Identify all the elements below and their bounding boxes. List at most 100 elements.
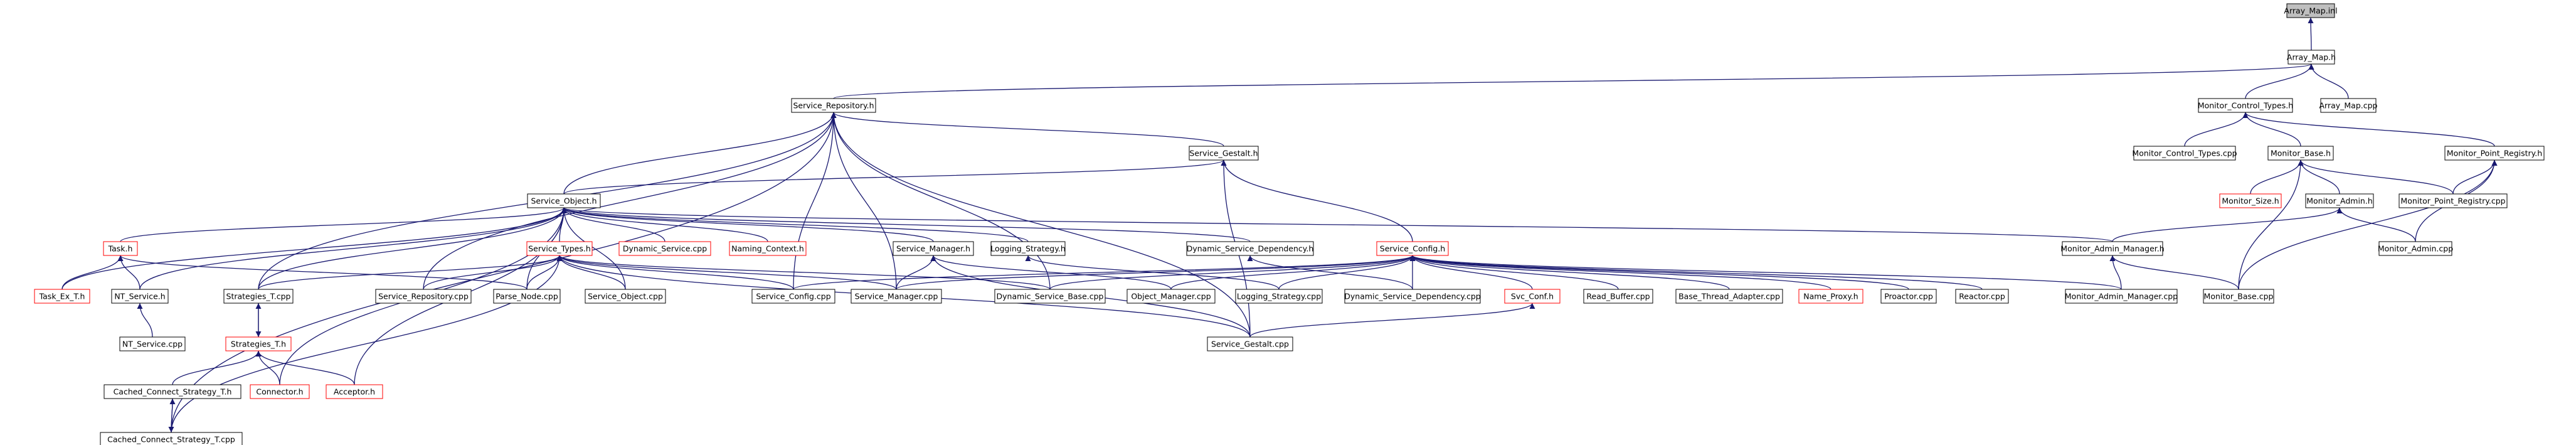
node-service-manager-cpp[interactable]: Service_Manager.cpp [851,289,942,304]
node-proactor-cpp[interactable]: Proactor.cpp [1880,289,1937,304]
node-box [1675,289,1783,304]
node-service-object-cpp[interactable]: Service_Object.cpp [585,289,666,304]
node-box [851,289,942,304]
node-service-gestalt-h[interactable]: Service_Gestalt.h [1189,146,1259,161]
node-monitor-point-registry-h[interactable]: Monitor_Point_Registry.h [2444,146,2545,161]
node-label: Parse_Node.cpp [496,292,558,301]
node-parse-node-cpp[interactable]: Parse_Node.cpp [493,289,561,304]
node-service-config-cpp[interactable]: Service_Config.cpp [751,289,835,304]
dependency-edge [561,207,2113,242]
node-monitor-admin-h[interactable]: Monitor_Admin.h [2305,193,2374,208]
node-array-map-cpp[interactable]: Array_Map.cpp [2319,98,2378,113]
node-box [2267,146,2334,161]
node-service-manager-h[interactable]: Service_Manager.h [893,241,974,256]
node-box [1583,289,1653,304]
dependency-edge [561,207,1251,242]
dependency-edge [255,350,355,385]
node-box [791,98,876,113]
node-service-gestalt-cpp[interactable]: Service_Gestalt.cpp [1207,336,1293,351]
node-label: Task.h [108,244,133,254]
node-service-repository-h[interactable]: Service_Repository.h [791,98,876,113]
node-box [585,289,666,304]
node-object-manager-cpp[interactable]: Object_Manager.cpp [1126,289,1216,304]
node-box [994,289,1106,304]
node-label: Service_Gestalt.h [1189,149,1258,158]
node-label: Service_Manager.h [896,244,970,254]
node-label: Service_Config.cpp [756,292,830,301]
dependency-edge [61,207,567,290]
node-box [618,241,711,256]
node-nt-service-h[interactable]: NT_Service.h [111,289,169,304]
node-monitor-point-registry-cpp[interactable]: Monitor_Point_Registry.cpp [2398,193,2508,208]
node-monitor-control-types-h[interactable]: Monitor_Control_Types.h [2198,98,2293,113]
node-array-map-h[interactable]: Array_Map.h [2287,50,2336,65]
node-label: Name_Proxy.h [1803,292,1858,301]
node-logging-strategy-cpp[interactable]: Logging_Strategy.cpp [1235,289,1323,304]
dependency-edge [1249,303,1535,338]
node-service-types-h[interactable]: Service_Types.h [526,241,593,256]
node-name-proxy-h[interactable]: Name_Proxy.h [1798,289,1863,304]
dependency-edge [2308,63,2349,99]
node-reactor-cpp[interactable]: Reactor.cpp [1955,289,2009,304]
node-box [893,241,974,256]
dependency-edge [1409,255,1619,290]
node-label: Task_Ex_T.h [39,292,85,301]
node-monitor-base-cpp[interactable]: Monitor_Base.cpp [2203,289,2274,304]
node-label: Logging_Strategy.h [990,244,1066,254]
node-service-repository-cpp[interactable]: Service_Repository.cpp [375,289,472,304]
node-label: Dynamic_Service.cpp [623,244,707,254]
dependency-edge [563,159,1227,195]
node-label: Monitor_Control_Types.h [2198,101,2293,110]
node-dynamic-service-dependency-h[interactable]: Dynamic_Service_Dependency.h [1186,241,1314,256]
node-box [2305,193,2374,208]
dependency-edge [561,207,768,242]
node-label: NT_Service.h [114,292,165,301]
node-box [1504,289,1561,304]
node-dynamic-service-cpp[interactable]: Dynamic_Service.cpp [618,241,711,256]
node-box [2133,146,2236,161]
node-service-config-h[interactable]: Service_Config.h [1376,241,1449,256]
node-label: Service_Types.h [528,244,591,254]
node-monitor-size-h[interactable]: Monitor_Size.h [2219,193,2282,208]
node-naming-context-h[interactable]: Naming_Context.h [729,241,807,256]
node-monitor-admin-manager-cpp[interactable]: Monitor_Admin_Manager.cpp [2065,289,2178,304]
dependency-edge [423,255,563,290]
node-dynamic-service-dependency-cpp[interactable]: Dynamic_Service_Dependency.cpp [1344,289,1481,304]
node-logging-strategy-h[interactable]: Logging_Strategy.h [990,241,1066,256]
node-nt-service-cpp[interactable]: NT_Service.cpp [119,336,186,351]
node-monitor-base-h[interactable]: Monitor_Base.h [2267,146,2334,161]
dependency-edge [561,207,665,242]
node-box [526,241,593,256]
node-task-h[interactable]: Task.h [103,241,138,256]
node-strategies-t-h[interactable]: Strategies_T.h [225,336,292,351]
node-box [326,384,383,399]
node-svc-conf-h[interactable]: Svc_Conf.h [1504,289,1561,304]
node-monitor-admin-manager-h[interactable]: Monitor_Admin_Manager.h [2060,241,2165,256]
node-connector-h[interactable]: Connector.h [250,384,310,399]
dependency-edge [168,398,174,433]
node-box [1235,289,1323,304]
node-label: Monitor_Control_Types.cpp [2132,149,2237,158]
node-monitor-admin-cpp[interactable]: Monitor_Admin.cpp [2378,241,2453,256]
node-service-object-h[interactable]: Service_Object.h [527,193,601,208]
node-acceptor-h[interactable]: Acceptor.h [326,384,383,399]
node-base-thread-adapter-cpp[interactable]: Base_Thread_Adapter.cpp [1675,289,1783,304]
node-cached-connect-strategy-t-h[interactable]: Cached_Connect_Strategy_T.h [103,384,241,399]
node-label: Strategies_T.cpp [226,292,291,301]
node-layer: Array_Map.inlArray_Map.hService_Reposito… [34,3,2545,445]
dependency-edge [830,112,897,290]
node-box [1880,289,1937,304]
dependency-edge [793,255,1416,290]
node-strategies-t-cpp[interactable]: Strategies_T.cpp [223,289,294,304]
dependency-edge [423,112,837,290]
node-task-ex-t-h[interactable]: Task_Ex_T.h [34,289,90,304]
node-read-buffer-cpp[interactable]: Read_Buffer.cpp [1583,289,1653,304]
node-monitor-control-types-cpp[interactable]: Monitor_Control_Types.cpp [2132,146,2237,161]
node-dynamic-service-base-cpp[interactable]: Dynamic_Service_Base.cpp [994,289,1106,304]
node-label: Monitor_Admin.h [2306,196,2373,206]
dependency-edge [1247,255,1413,290]
dependency-edge [930,255,1172,290]
node-box [119,336,186,351]
node-cached-connect-strategy-t-cpp[interactable]: Cached_Connect_Strategy_T.cpp [100,432,243,445]
dependency-edge [563,112,837,195]
